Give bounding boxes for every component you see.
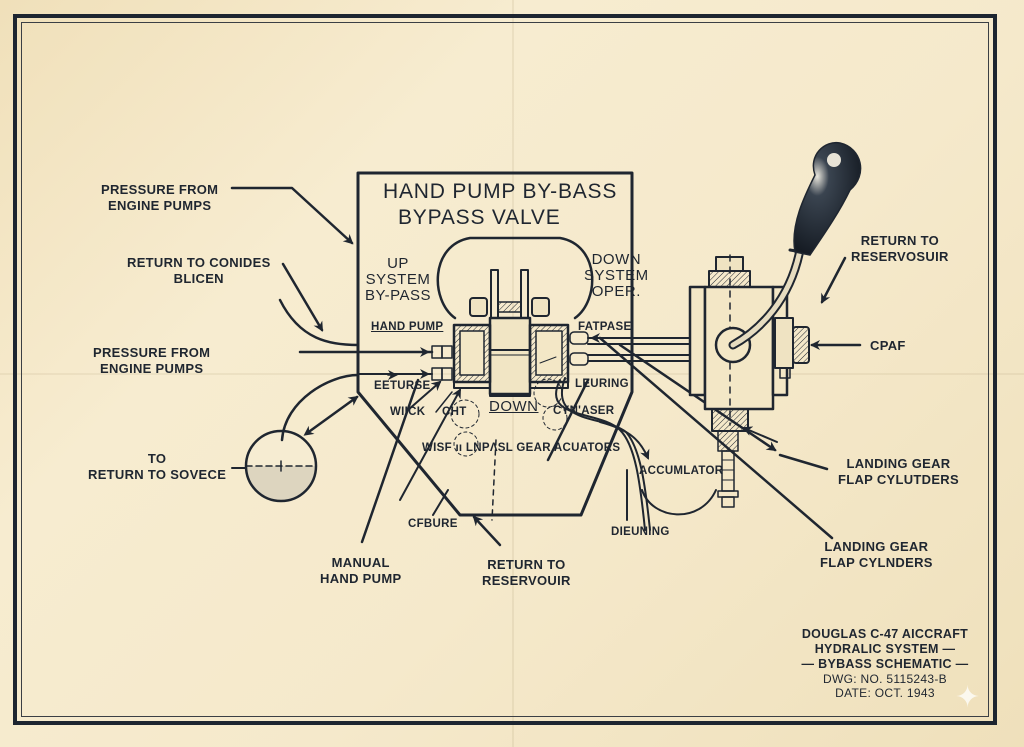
control-valve-body bbox=[688, 285, 707, 397]
title-line1: DOUGLAS C-47 AICCRAFT bbox=[801, 627, 969, 641]
title-line3: — BYBASS SCHEMATIC — bbox=[801, 657, 969, 671]
lever-knob bbox=[793, 141, 862, 256]
valve-housing bbox=[356, 171, 634, 517]
down-label: DOWN bbox=[489, 398, 539, 415]
dieuning-label: DIEUNING bbox=[611, 526, 670, 538]
wiick-label: WIICK bbox=[390, 406, 426, 418]
accumulator-arc bbox=[641, 489, 717, 516]
box-title-line2: BYPASS VALVE bbox=[398, 206, 561, 229]
title-line2: HYDRALIC SYSTEM — bbox=[814, 642, 956, 656]
sparkle-icon: ✦ bbox=[955, 681, 981, 714]
fatpase-label: FATPASE bbox=[578, 321, 632, 333]
callout-cpaf: CPAF bbox=[870, 338, 906, 353]
title-block: DOUGLAS C-47 AICCRAFT HYDRALIC SYSTEM — … bbox=[790, 627, 980, 700]
accumlator-label: ACCUMLATOR bbox=[639, 465, 724, 477]
cht-label: CHT bbox=[442, 406, 467, 418]
drawing-border-outer bbox=[13, 14, 997, 725]
leuring-label: LEURING bbox=[575, 378, 629, 390]
box-title-line1: HAND PUMP BY-BASS bbox=[383, 180, 618, 203]
cynaser-label: CYN'ASER bbox=[553, 405, 615, 417]
eeturse-label: EETURSE bbox=[374, 380, 431, 392]
gear-acuators-label: WISF ıı LNPΛSL GEAR ACUATORS bbox=[422, 442, 621, 454]
oval-chamber bbox=[436, 236, 594, 320]
hand-pump-label: HAND PUMP bbox=[371, 321, 444, 333]
cfbure-label: CFBURE bbox=[408, 518, 458, 530]
drawing-border-inner bbox=[21, 22, 989, 717]
drawing-date: DATE: OCT. 1943 bbox=[835, 686, 935, 700]
plunger-body bbox=[488, 316, 532, 396]
drawing-number: DWG: NO. 5115243-B bbox=[823, 672, 947, 686]
